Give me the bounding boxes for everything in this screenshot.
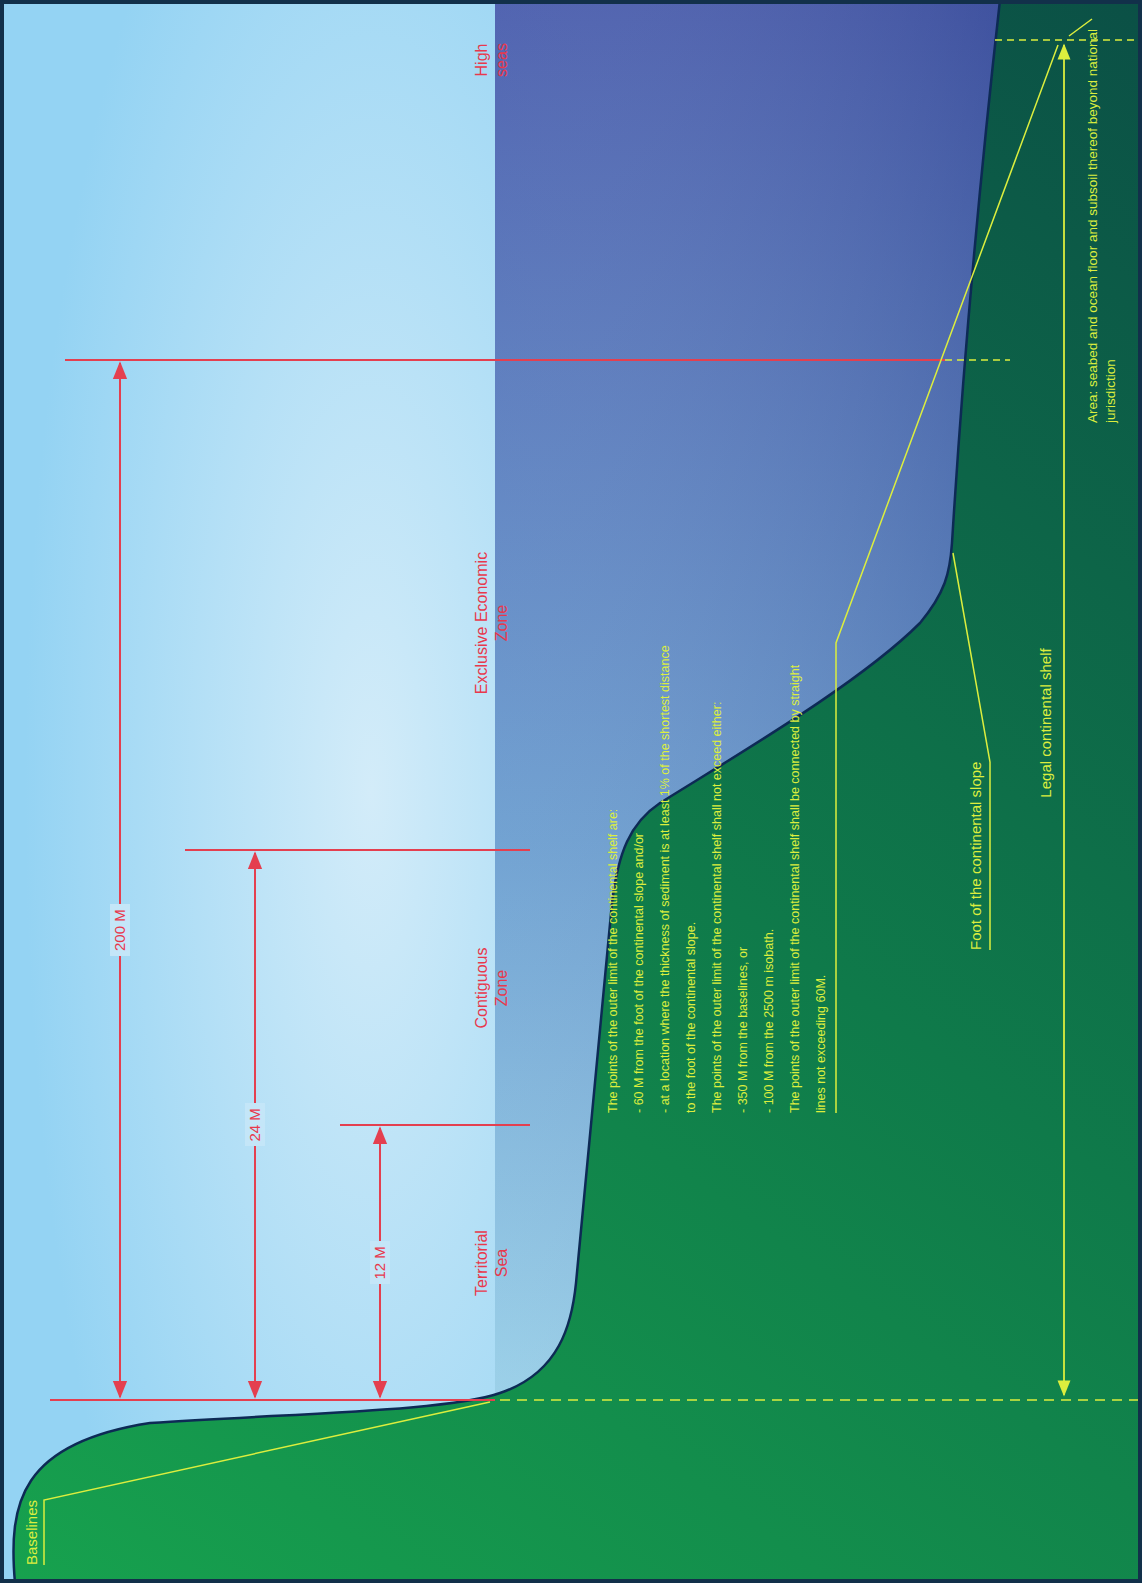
dimension-label: 24 M — [245, 1103, 265, 1146]
baseline-dashed — [500, 1399, 1140, 1401]
outer-limit-dashed — [995, 39, 1140, 41]
zone-label: Contiguous Zone — [472, 936, 512, 1041]
sky — [0, 0, 495, 1583]
criteria-text: - 350 M from the baselines, or — [730, 643, 756, 1113]
criteria-text: - at a location where the thickness of s… — [652, 643, 704, 1113]
zone-label: High seas — [472, 30, 512, 90]
leader-line — [836, 45, 1058, 1113]
dimension-label: 200 M — [110, 904, 130, 956]
criteria-text: - 60 M from the foot of the continental … — [626, 643, 652, 1113]
zone-label: Territorial Sea — [472, 1216, 512, 1311]
criteria-text: The points of the outer limit of the con… — [782, 643, 834, 1113]
dimension-200m — [119, 363, 121, 1397]
baseline-line — [50, 1399, 495, 1401]
limit-200m-dashed — [945, 359, 1010, 361]
limit-200m-line — [65, 359, 945, 361]
dimension-label: 12 M — [370, 1241, 390, 1284]
legal-shelf-arrow — [1063, 45, 1065, 1395]
leader-line — [953, 553, 990, 950]
text-block: The points of the outer limit of the con… — [600, 643, 834, 1113]
shelf-label: Legal continental shelf — [1036, 573, 1056, 873]
area-label: Area: seabed and ocean floor and subsoil… — [1084, 28, 1120, 423]
criteria-text: The points of the outer limit of the con… — [600, 643, 626, 1113]
zone-label: Exclusive Economic Zone — [472, 536, 512, 711]
leader-line — [44, 1402, 490, 1565]
criteria-text: The points of the outer limit of the con… — [704, 643, 730, 1113]
limit-24m-line — [185, 849, 530, 851]
limit-12m-line — [340, 1124, 530, 1126]
criteria-text: - 100 M from the 2500 m isobath. — [756, 643, 782, 1113]
foot-label: Foot of the continental slope — [966, 762, 986, 950]
land-and-seabed — [13, 0, 1142, 1583]
baselines-label: Baselines — [22, 1500, 42, 1565]
